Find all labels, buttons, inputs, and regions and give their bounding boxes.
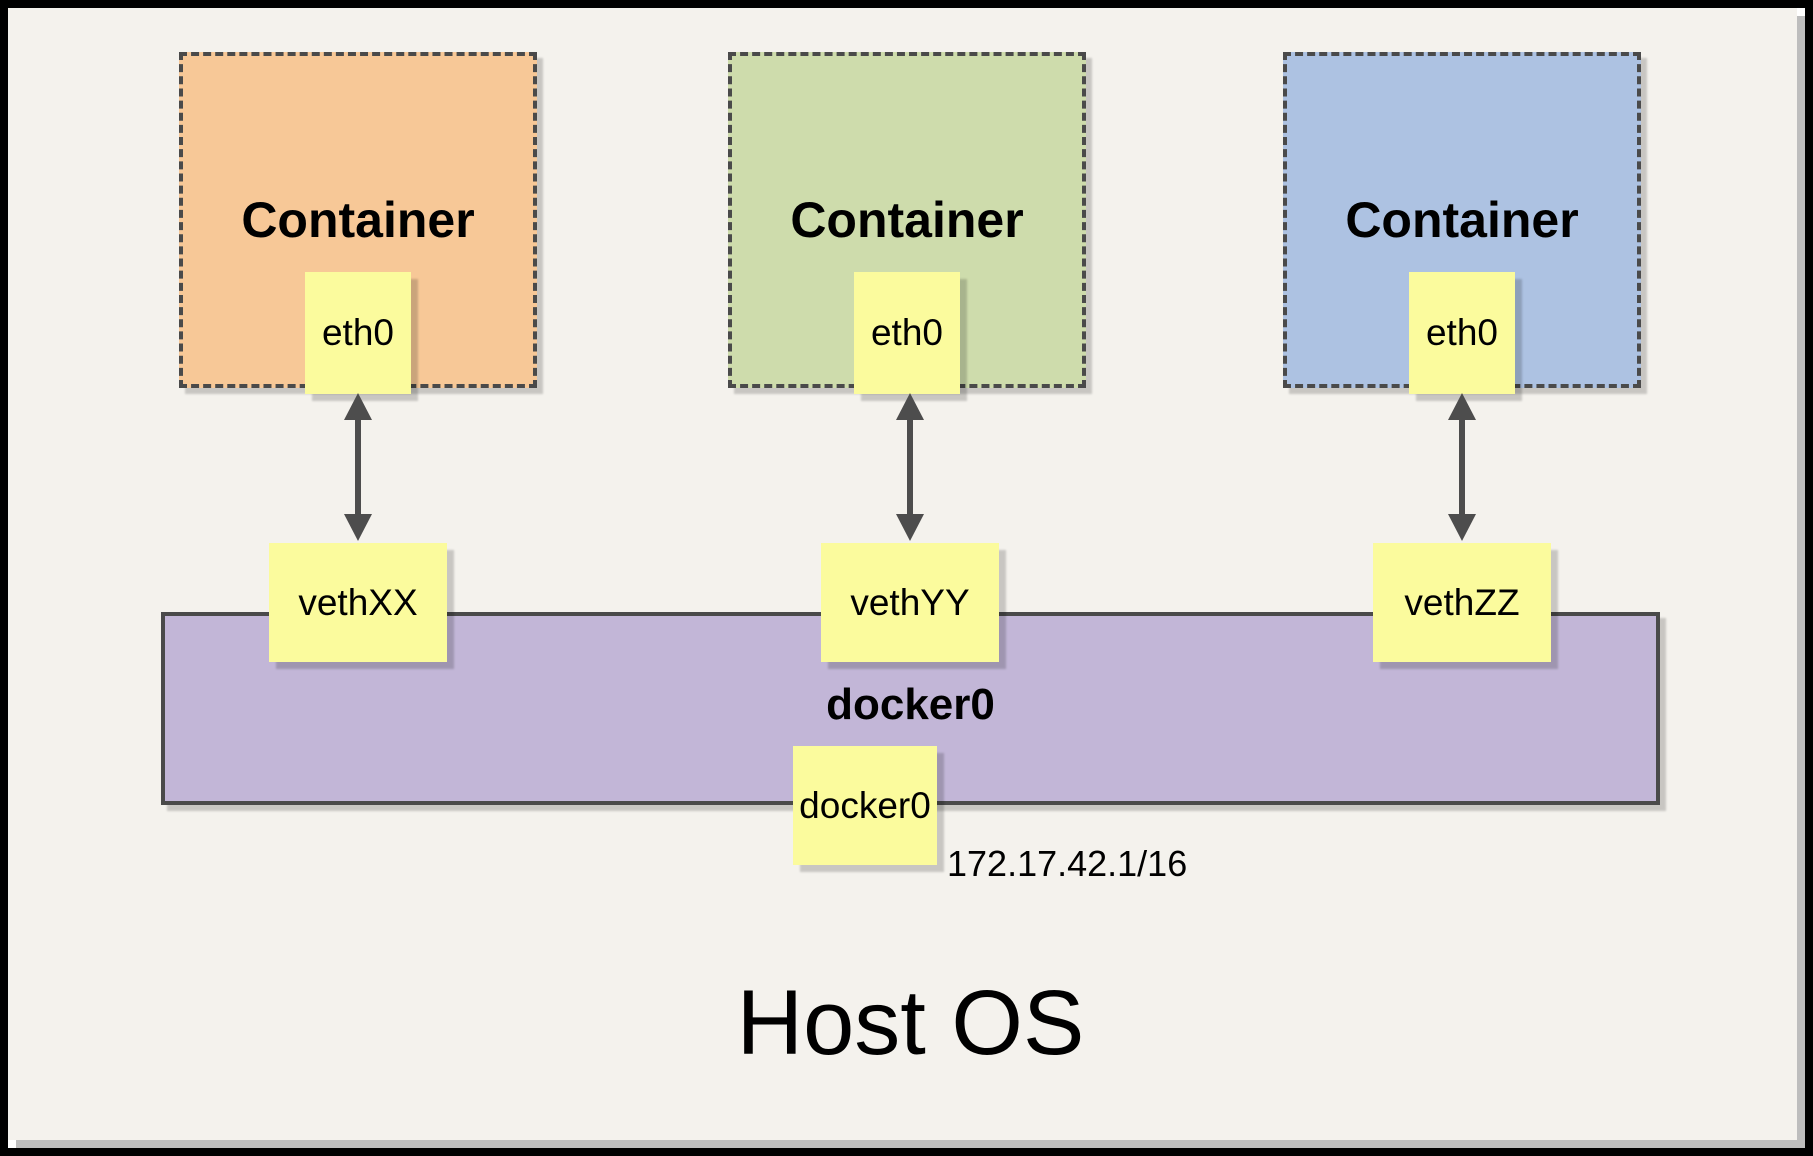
double-arrow-connector-icon <box>344 393 372 541</box>
container-box-1: Container eth0 <box>179 52 537 394</box>
veth-interface-label: vethXX <box>298 581 418 623</box>
docker0-interface-label: docker0 <box>799 784 931 826</box>
veth-interface-label: vethZZ <box>1404 581 1520 623</box>
double-arrow-connector-icon <box>1448 393 1476 541</box>
host-os-panel: Container eth0 Container eth0 Container … <box>8 8 1797 1140</box>
eth0-interface-label: eth0 <box>321 312 394 353</box>
eth0-interface-box: eth0 <box>854 272 960 394</box>
container-box-3: Container eth0 <box>1283 52 1641 394</box>
veth-interface-box: vethZZ <box>1373 543 1551 662</box>
docker0-bridge-title: docker0 <box>826 680 995 729</box>
veth-interface-box: vethYY <box>821 543 999 662</box>
eth0-interface-label: eth0 <box>1425 312 1498 353</box>
eth0-interface-box: eth0 <box>305 272 411 394</box>
docker0-interface-box: docker0 <box>793 746 937 865</box>
double-arrow-connector-icon <box>896 393 924 541</box>
container-title: Container <box>1345 192 1579 248</box>
veth-interface-label: vethYY <box>850 581 970 623</box>
veth-interface-box: vethXX <box>269 543 447 662</box>
container-title: Container <box>790 192 1024 248</box>
eth0-interface-label: eth0 <box>870 312 943 353</box>
container-box-2: Container eth0 <box>728 52 1086 394</box>
host-os-title: Host OS <box>736 972 1085 1074</box>
container-title: Container <box>241 192 475 248</box>
bridge-ip-address: 172.17.42.1/16 <box>947 843 1188 884</box>
eth0-interface-box: eth0 <box>1409 272 1515 394</box>
